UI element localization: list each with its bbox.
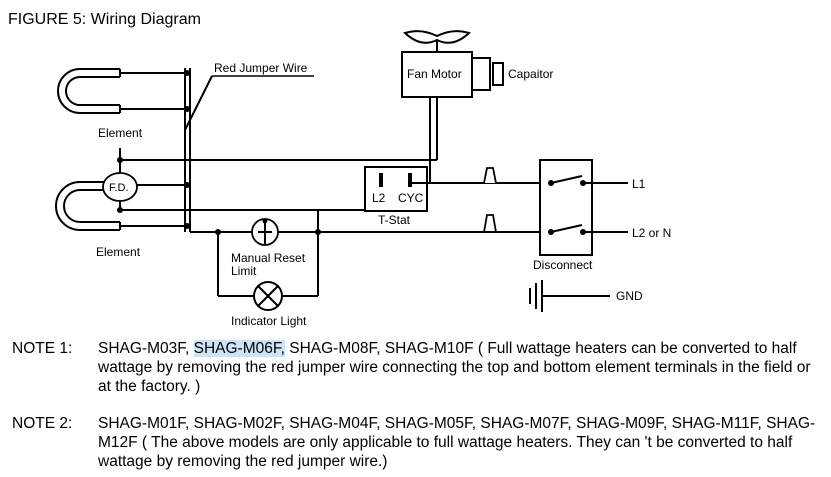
- fuse-device: [102, 148, 437, 213]
- note-2-label: NOTE 2:: [12, 415, 73, 432]
- manual-reset-label-2: Limit: [231, 264, 257, 278]
- tstat-cyc-label: CYC: [398, 191, 424, 205]
- indicator-light-label: Indicator Light: [231, 314, 307, 328]
- wiring-diagram: FIGURE 5: Wiring Diagram Element Element…: [8, 11, 671, 328]
- capacitor-label: Capaitor: [508, 67, 553, 81]
- t-stat: [364, 166, 540, 212]
- disconnect-switch: [539, 159, 628, 256]
- indicator-light: [218, 281, 318, 311]
- fd-label: F.D.: [109, 182, 129, 194]
- note-2-text: SHAG-M01F, SHAG-M02F, SHAG-M04F, SHAG-M0…: [98, 415, 816, 470]
- tstat-label: T-Stat: [378, 213, 411, 227]
- l1-label: L1: [632, 177, 646, 191]
- element-bottom-label: Element: [96, 245, 141, 259]
- note-1-models-before: SHAG-M03F,: [98, 340, 190, 357]
- note-2-body: SHAG-M01F, SHAG-M02F, SHAG-M04F, SHAG-M0…: [98, 414, 823, 471]
- note-1-models-after: SHAG-M08F, SHAG-M10F: [284, 340, 474, 357]
- fan-motor: [401, 30, 473, 183]
- terminal-connector-l2: [483, 214, 497, 233]
- note-1-highlighted-model: SHAG-M06F,: [193, 340, 285, 357]
- terminal-connector-l1: [483, 167, 497, 184]
- bottom-heating-element: [55, 181, 185, 231]
- top-heating-element: [57, 68, 185, 114]
- capacitor: [472, 57, 504, 91]
- figure-title: FIGURE 5: Wiring Diagram: [8, 11, 201, 28]
- red-jumper-wire: [184, 75, 314, 131]
- note-1-body: SHAG-M03F, SHAG-M06F, SHAG-M08F, SHAG-M1…: [98, 339, 823, 396]
- disconnect-label: Disconnect: [533, 258, 593, 272]
- tstat-l2-label: L2: [372, 191, 386, 205]
- ground-icon: [529, 280, 610, 312]
- fan-motor-label: Fan Motor: [407, 67, 462, 81]
- manual-reset-limit: [217, 218, 319, 296]
- manual-reset-label-1: Manual Reset: [231, 251, 306, 265]
- gnd-label: GND: [616, 289, 643, 303]
- element-top-label: Element: [98, 126, 143, 140]
- note-1-label: NOTE 1:: [12, 340, 73, 357]
- red-jumper-wire-label: Red Jumper Wire: [214, 61, 308, 75]
- note-1-text: ( Full wattage heaters can be converted …: [98, 340, 811, 395]
- l2-or-n-label: L2 or N: [632, 226, 671, 240]
